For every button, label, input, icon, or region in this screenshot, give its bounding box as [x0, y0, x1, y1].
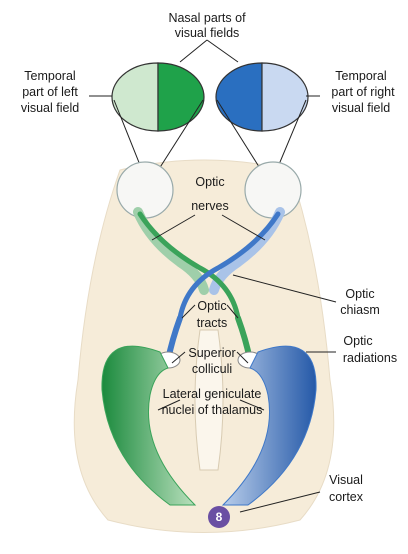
- right-field-nasal-half: [216, 63, 262, 131]
- left-field-nasal-half: [158, 63, 204, 131]
- figure-badge: 8: [208, 506, 230, 528]
- visual-cortex-line1: Visual: [329, 473, 363, 487]
- left-eyeball: [117, 162, 173, 218]
- optic-radiations-line1: Optic: [343, 334, 372, 348]
- right-eyeball: [245, 162, 301, 218]
- nasal-label-line1: Nasal parts of: [168, 11, 246, 25]
- temporal-right-line2: part of right: [331, 85, 395, 99]
- right-field-temporal-half: [262, 63, 308, 131]
- optic-nerves-line1: Optic: [195, 175, 224, 189]
- temporal-right-line1: Temporal: [335, 69, 386, 83]
- optic-tracts-line2: tracts: [197, 316, 228, 330]
- optic-tracts-line1: Optic: [197, 299, 226, 313]
- temporal-left-line1: Temporal: [24, 69, 75, 83]
- lgn-line1: Lateral geniculate: [163, 387, 262, 401]
- temporal-left-line2: part of left: [22, 85, 78, 99]
- nasal-label-line2: visual fields: [175, 26, 240, 40]
- optic-nerves-line2: nerves: [191, 199, 229, 213]
- temporal-right-line3: visual field: [332, 101, 390, 115]
- visual-cortex-line2: cortex: [329, 490, 364, 504]
- superior-colliculi-line2: colliculi: [192, 362, 232, 376]
- temporal-left-line3: visual field: [21, 101, 79, 115]
- lgn-line2: nuclei of thalamus: [162, 403, 263, 417]
- superior-colliculi-line1: Superior: [188, 346, 235, 360]
- left-field-temporal-half: [112, 63, 158, 131]
- badge-number: 8: [216, 510, 223, 524]
- optic-chiasm-line1: Optic: [345, 287, 374, 301]
- optic-chiasm-line2: chiasm: [340, 303, 380, 317]
- optic-radiations-line2: radiations: [343, 351, 397, 365]
